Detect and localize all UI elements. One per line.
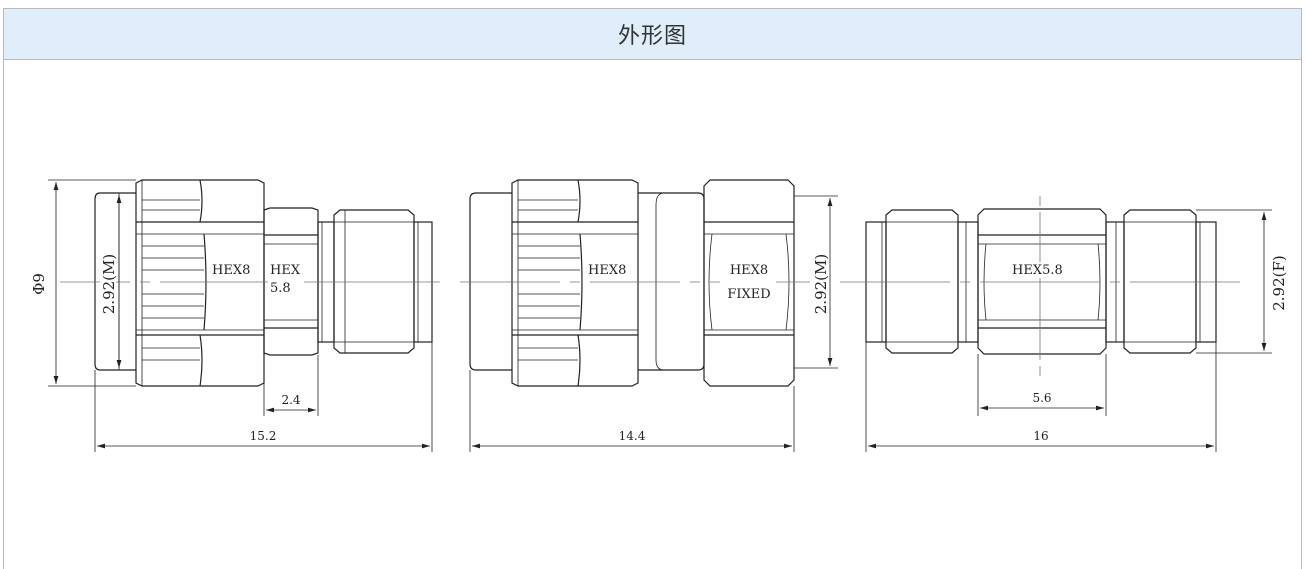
center-lines bbox=[60, 196, 1240, 376]
dim-middle-overall: 14.4 bbox=[619, 429, 646, 443]
dim-right-connector: 2.92(F) bbox=[1270, 255, 1288, 311]
dim-left-hex-width: 2.4 bbox=[281, 393, 300, 407]
adapter-right bbox=[865, 208, 1217, 355]
dimension-lines bbox=[48, 179, 1272, 452]
dim-left-connector: 2.92(M) bbox=[100, 254, 118, 314]
label-left-hex-line2: 5.8 bbox=[270, 281, 291, 296]
label-left-hex8: HEX8 bbox=[212, 263, 250, 278]
drawing-panel: 外形图 bbox=[3, 8, 1302, 569]
dim-right-overall: 16 bbox=[1033, 429, 1048, 443]
knurl-lines bbox=[142, 199, 204, 361]
label-middle-hex8-fixed-line2: FIXED bbox=[727, 287, 770, 302]
label-left-hex-line1: HEX bbox=[270, 263, 301, 278]
panel-title: 外形图 bbox=[617, 24, 687, 49]
dim-right-hex-width: 5.6 bbox=[1032, 391, 1051, 405]
adapter-middle bbox=[469, 179, 795, 387]
panel-header: 外形图 bbox=[4, 9, 1301, 60]
dim-left-outer-diameter: Φ9 bbox=[30, 273, 48, 295]
dim-middle-connector: 2.92(M) bbox=[812, 254, 830, 314]
label-right-hex5-8: HEX5.8 bbox=[1012, 263, 1063, 278]
adapter-left bbox=[94, 179, 433, 387]
dim-left-overall: 15.2 bbox=[250, 429, 277, 443]
label-middle-hex8: HEX8 bbox=[588, 263, 626, 278]
label-middle-hex8-fixed-line1: HEX8 bbox=[730, 263, 768, 278]
